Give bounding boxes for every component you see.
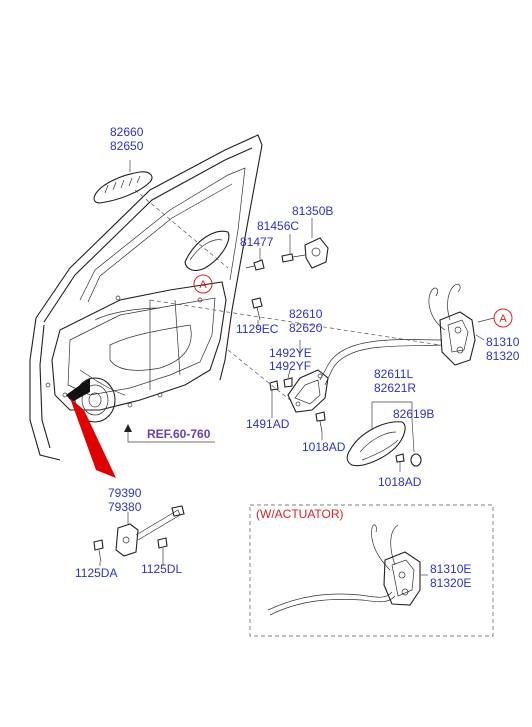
handle-guide-line	[134, 189, 229, 269]
label-82650: 82650	[110, 139, 144, 153]
label-81320e: 81320E	[430, 576, 471, 590]
clip-1492ye	[283, 377, 293, 388]
label-81477: 81477	[240, 235, 274, 249]
svg-text:A: A	[499, 313, 507, 325]
label-1018ad-a: 1018AD	[302, 440, 346, 454]
bolt-81456c	[281, 253, 306, 263]
clip-81477	[245, 259, 265, 271]
bolt-1125dl	[157, 537, 168, 560]
door-latch-assembly	[319, 283, 476, 386]
bolt-1018ad-a	[315, 411, 326, 433]
callout-a-door: A	[193, 274, 213, 294]
callout-a-latch: A	[493, 308, 513, 328]
label-81456c: 81456C	[257, 219, 299, 233]
ref-arrow	[124, 424, 215, 443]
label-82621r: 82621R	[374, 381, 416, 395]
label-81310: 81310	[486, 335, 520, 349]
label-1492ye: 1492YE	[269, 346, 312, 360]
label-1125da: 1125DA	[75, 566, 117, 580]
label-82619b: 82619B	[393, 407, 434, 421]
label-81320: 81320	[486, 349, 520, 363]
label-1129ec: 1129EC	[236, 322, 279, 336]
inside-door-handle	[346, 421, 406, 467]
actuator-box-title: (W/ACTUATOR)	[256, 507, 344, 521]
label-81310e: 81310E	[430, 562, 471, 576]
door-checker	[115, 505, 185, 557]
outside-door-handle	[93, 171, 153, 204]
cap-82619b	[410, 453, 422, 467]
label-82620: 82620	[289, 321, 323, 335]
lock-cylinder-part	[304, 237, 329, 269]
ref-label: REF.60-760	[147, 427, 211, 441]
label-1491ad: 1491AD	[246, 417, 290, 431]
label-82611l: 82611L	[374, 367, 413, 381]
label-1125dl: 1125DL	[141, 562, 182, 576]
svg-text:A: A	[199, 279, 207, 291]
clip-1491ad	[269, 380, 279, 391]
label-1492yf: 1492YF	[269, 359, 311, 373]
label-82610: 82610	[289, 307, 323, 321]
label-81350b: 81350B	[292, 204, 333, 218]
bolt-1125da	[93, 539, 104, 563]
actuator-variant-box	[249, 504, 494, 637]
label-79390: 79390	[108, 486, 142, 500]
front-door-panel	[29, 134, 263, 461]
door-checker-pointer	[66, 378, 116, 478]
label-82660: 82660	[110, 125, 144, 139]
bolt-1018ad-b	[395, 453, 405, 463]
label-1018ad-b: 1018AD	[378, 475, 422, 489]
bolt-1129ec	[251, 297, 263, 321]
label-79380: 79380	[108, 500, 142, 514]
